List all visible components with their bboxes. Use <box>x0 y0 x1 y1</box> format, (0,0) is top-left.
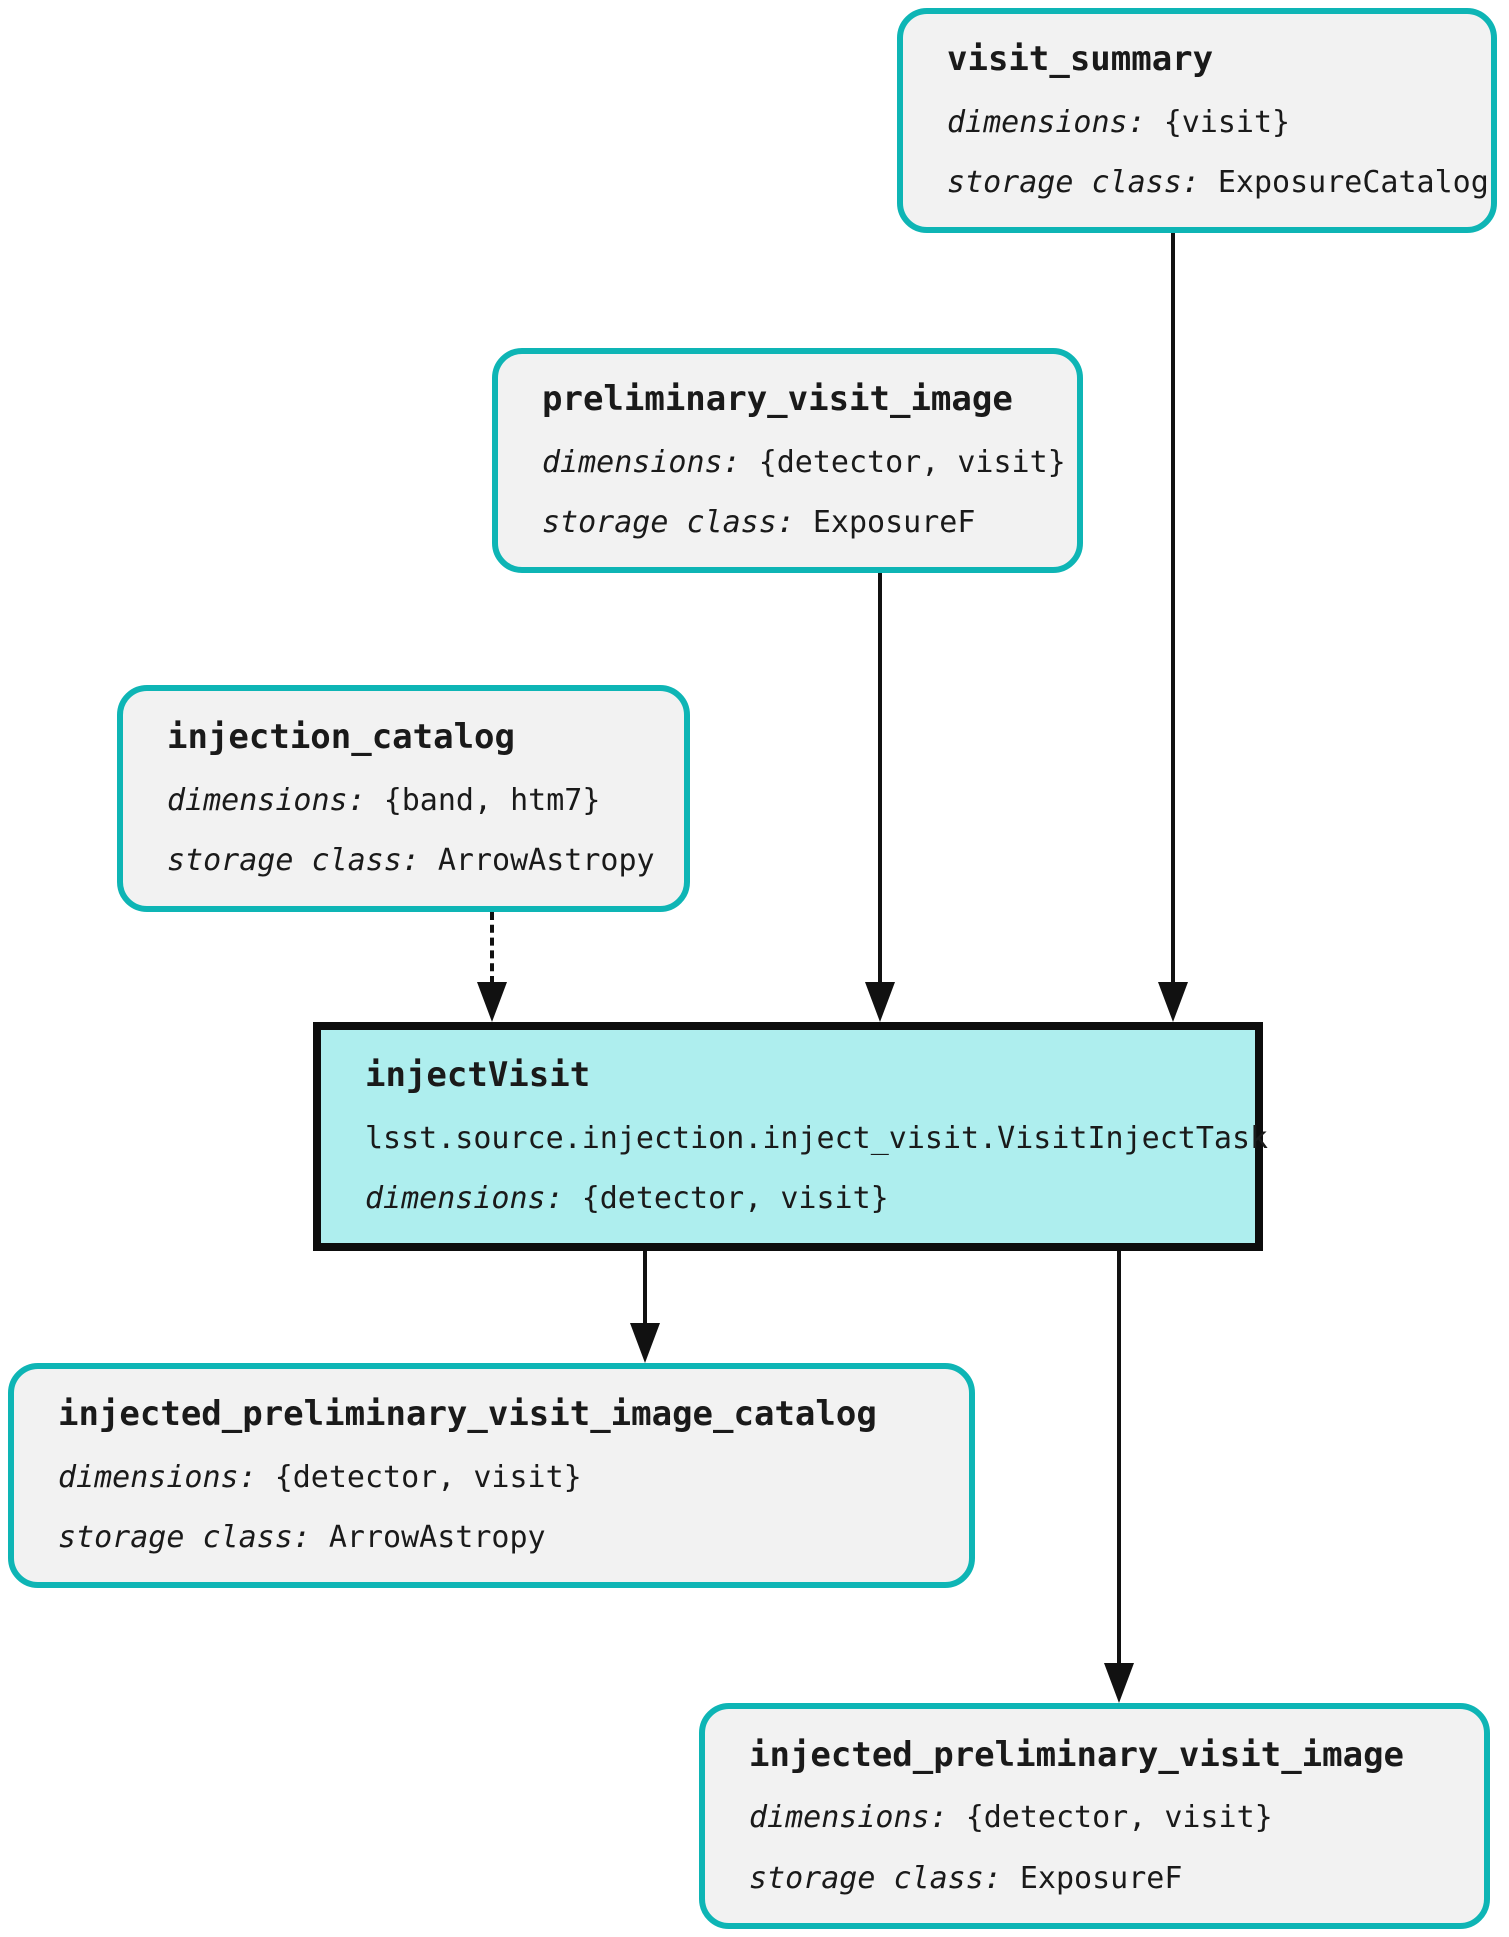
node-dimensions-row: dimensions: {detector, visit} <box>365 1182 1211 1217</box>
node-title: injection_catalog <box>167 717 515 758</box>
node-title: preliminary_visit_image <box>542 379 1013 420</box>
node-title: visit_summary <box>947 39 1214 80</box>
node-title: injected_preliminary_visit_image <box>749 1734 1405 1775</box>
edge-dashed-line <box>490 912 494 984</box>
edge-solid-line <box>1171 233 1175 984</box>
edge-solid-line <box>878 573 882 984</box>
node-storage-class-row: storage class: ArrowAstropy <box>58 1521 925 1556</box>
storage-class-value: ArrowAstropy <box>328 1520 546 1556</box>
task-module-path: lsst.source.injection.inject_visit.Visit… <box>365 1120 1269 1156</box>
dimensions-label: dimensions: <box>167 782 366 818</box>
arrowhead-icon <box>865 982 895 1022</box>
arrowhead-icon <box>1158 982 1188 1022</box>
arrowhead-icon <box>1104 1663 1134 1703</box>
dimensions-label: dimensions: <box>542 444 741 480</box>
node-dimensions-row: dimensions: {detector, visit} <box>749 1801 1440 1836</box>
dimensions-value: {detector, visit} <box>274 1459 582 1495</box>
storage-class-label: storage class: <box>947 165 1200 201</box>
dimensions-label: dimensions: <box>749 1800 948 1836</box>
edge-solid-line <box>1117 1251 1121 1665</box>
node-dimensions-row: dimensions: {band, htm7} <box>167 782 640 819</box>
storage-class-value: ExposureCatalog <box>1217 165 1489 201</box>
dimensions-label: dimensions: <box>58 1459 257 1495</box>
edge-solid-line <box>643 1251 647 1325</box>
node-preliminary-visit-image: preliminary_visit_image dimensions: {det… <box>492 348 1083 573</box>
node-storage-class-row: storage class: ExposureF <box>542 506 1033 541</box>
node-injected-preliminary-visit-image-catalog: injected_preliminary_visit_image_catalog… <box>8 1363 975 1588</box>
storage-class-label: storage class: <box>749 1860 1002 1896</box>
storage-class-value: ExposureF <box>812 505 976 541</box>
dimensions-value: {band, htm7} <box>383 782 601 818</box>
node-dimensions-row: dimensions: {detector, visit} <box>542 444 1066 481</box>
dimensions-label: dimensions: <box>365 1181 564 1217</box>
storage-class-label: storage class: <box>58 1520 311 1556</box>
storage-class-value: ExposureF <box>1019 1860 1183 1896</box>
dimensions-value: {visit} <box>1163 104 1291 140</box>
dimensions-label: dimensions: <box>947 104 1146 140</box>
node-dimensions-row: dimensions: {visit} <box>947 104 1447 141</box>
storage-class-label: storage class: <box>167 843 420 879</box>
node-visit-summary: visit_summary dimensions: {visit} storag… <box>897 8 1497 233</box>
arrowhead-icon <box>477 982 507 1022</box>
dimensions-value: {detector, visit} <box>758 444 1066 480</box>
dimensions-value: {detector, visit} <box>581 1181 889 1217</box>
arrowhead-icon <box>630 1323 660 1363</box>
node-injected-preliminary-visit-image: injected_preliminary_visit_image dimensi… <box>699 1703 1490 1929</box>
dimensions-value: {detector, visit} <box>965 1800 1273 1836</box>
node-title: injectVisit <box>365 1055 591 1096</box>
node-storage-class-row: storage class: ExposureCatalog <box>947 165 1489 201</box>
node-storage-class-row: storage class: ArrowAstropy <box>167 843 655 879</box>
storage-class-label: storage class: <box>542 505 795 541</box>
storage-class-value: ArrowAstropy <box>437 843 655 879</box>
node-injectvisit-task: injectVisit lsst.source.injection.inject… <box>313 1022 1269 1251</box>
node-injection-catalog: injection_catalog dimensions: {band, htm… <box>117 685 690 912</box>
node-title: injected_preliminary_visit_image_catalog <box>58 1394 877 1435</box>
node-storage-class-row: storage class: ExposureF <box>749 1860 1440 1897</box>
node-dimensions-row: dimensions: {detector, visit} <box>58 1459 925 1496</box>
